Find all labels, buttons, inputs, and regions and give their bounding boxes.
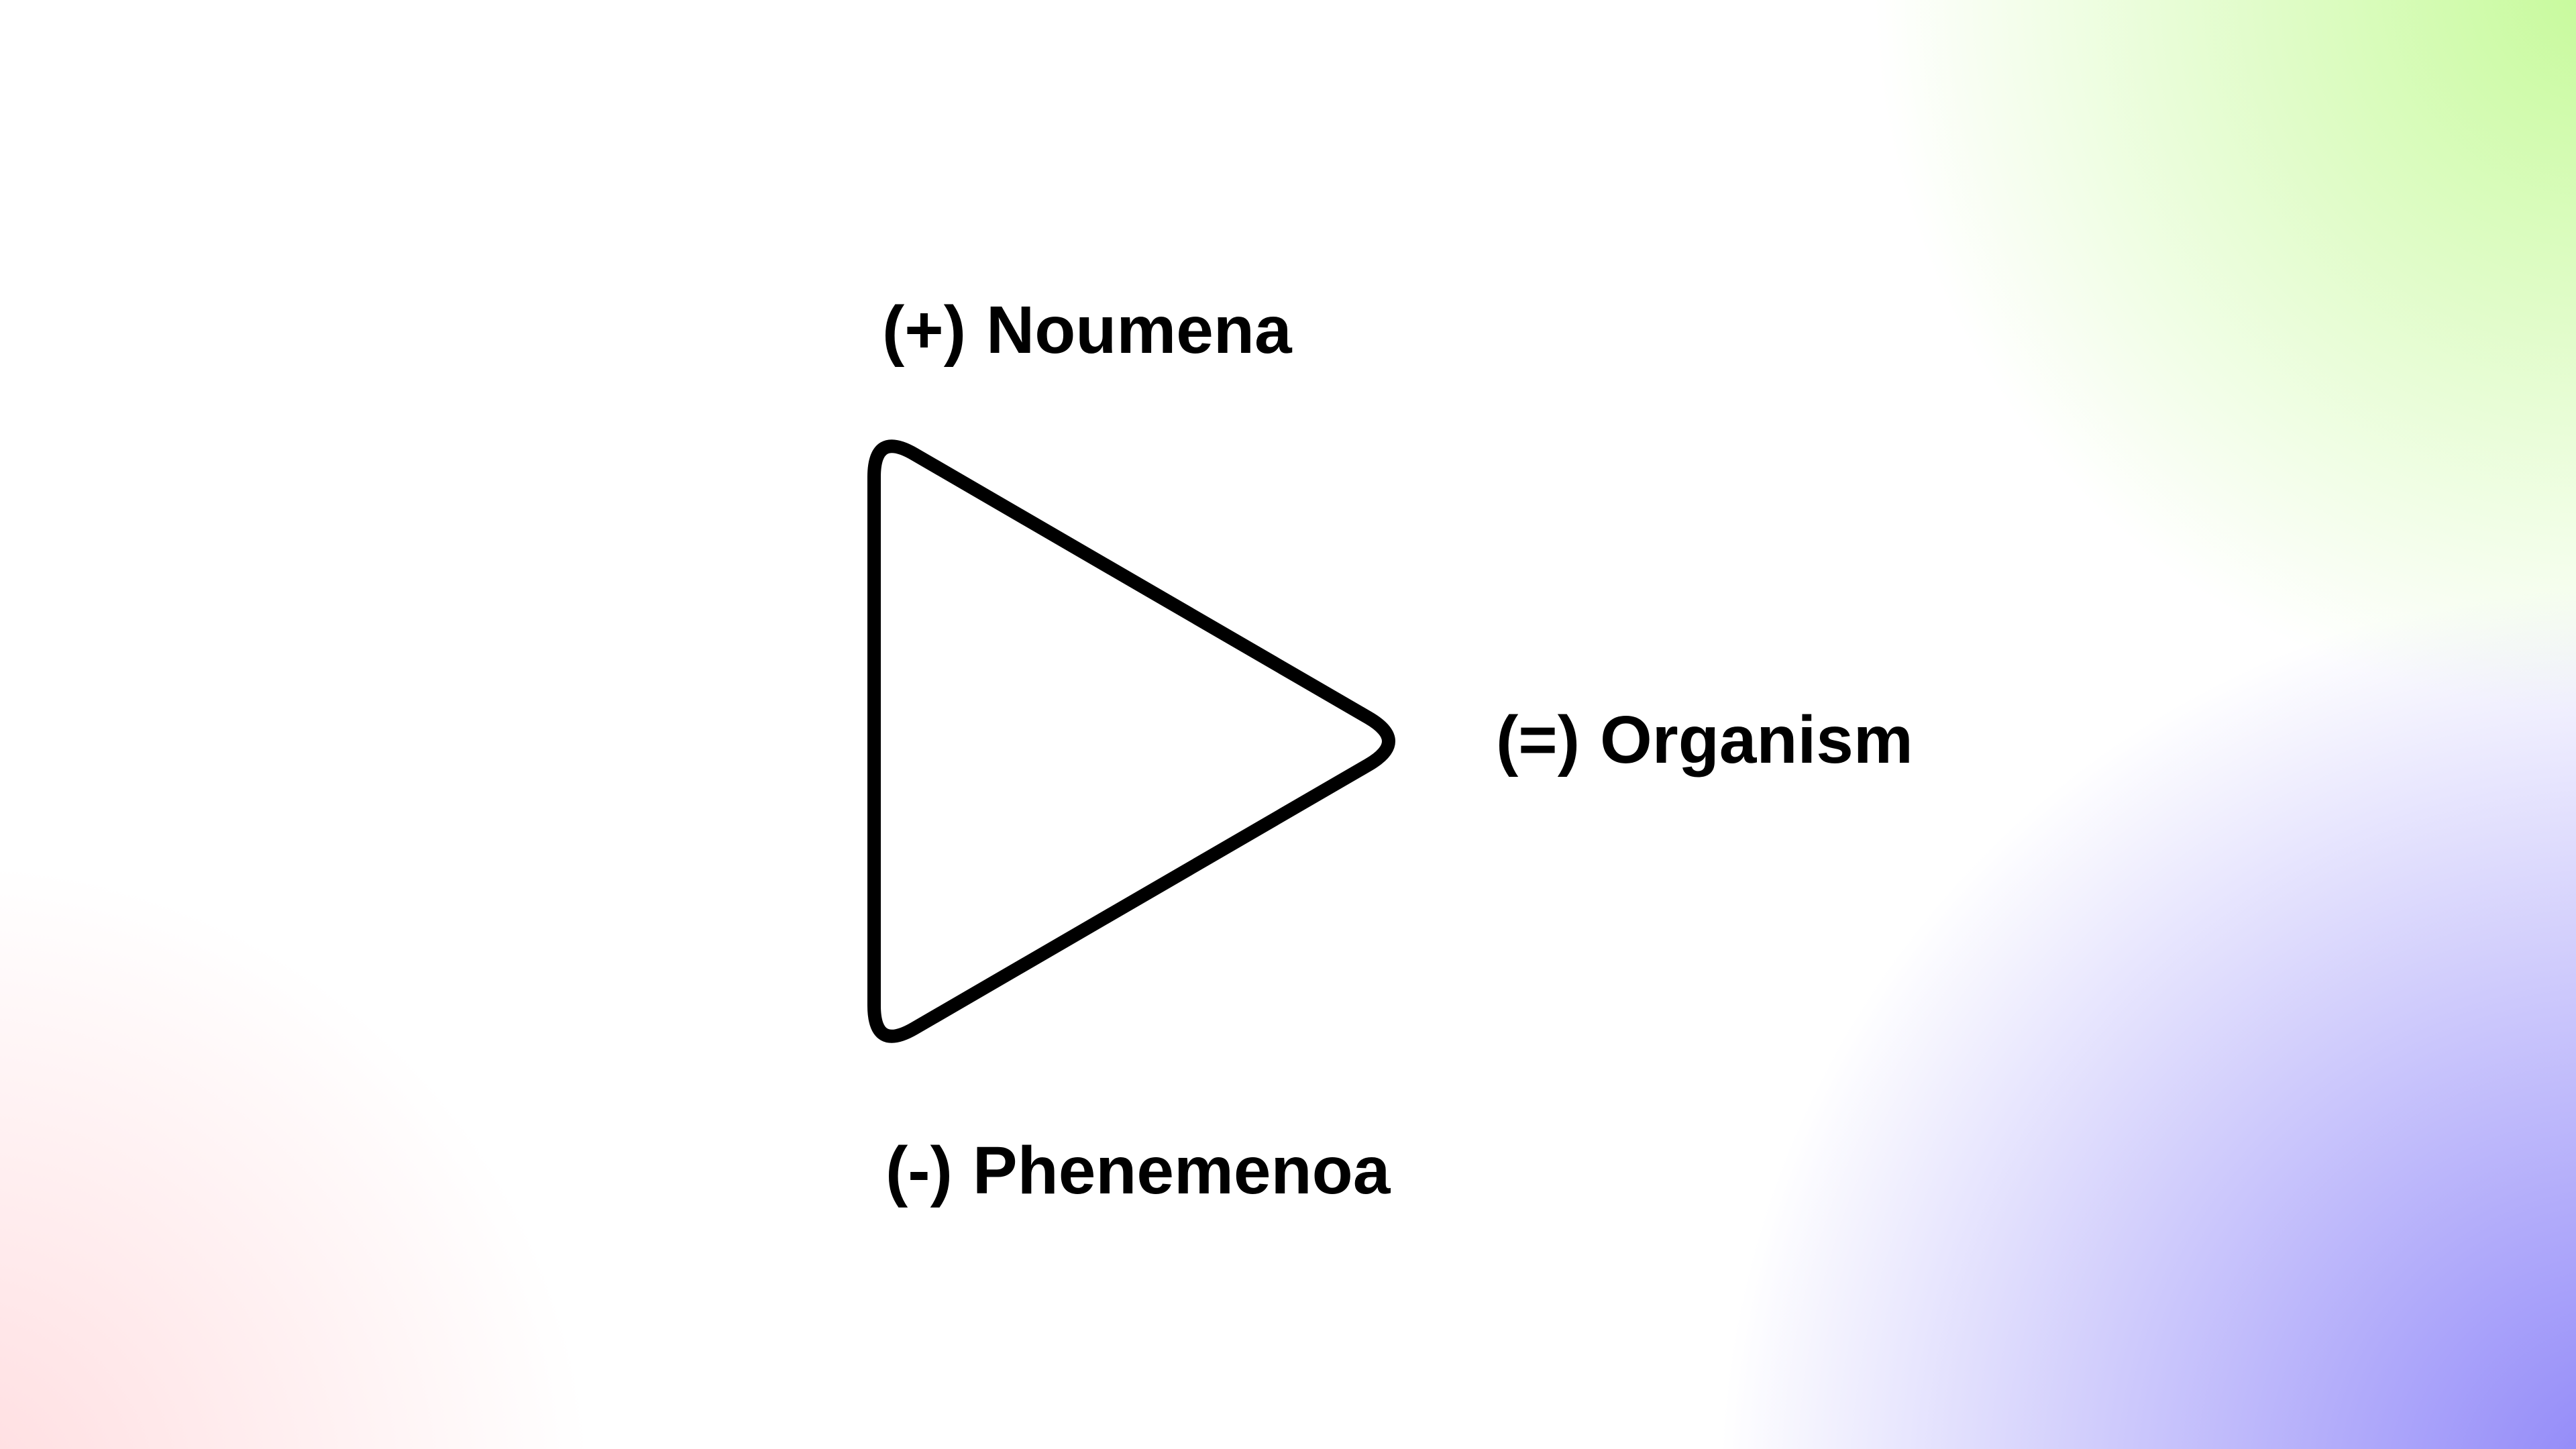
noumena-sign: (+) xyxy=(882,292,966,368)
phenemenoa-sign: (-) xyxy=(885,1133,953,1208)
phenemenoa-name: Phenemenoa xyxy=(972,1133,1391,1208)
organism-name: Organism xyxy=(1600,702,1913,777)
triangle-outline xyxy=(867,439,1395,1043)
vertex-label-organism: (=) Organism xyxy=(1496,706,1913,773)
vertex-label-noumena: (+) Noumena xyxy=(882,297,1292,364)
vertex-label-phenemenoa: (-) Phenemenoa xyxy=(885,1137,1390,1204)
organism-sign: (=) xyxy=(1496,702,1580,777)
noumena-name: Noumena xyxy=(986,292,1292,368)
